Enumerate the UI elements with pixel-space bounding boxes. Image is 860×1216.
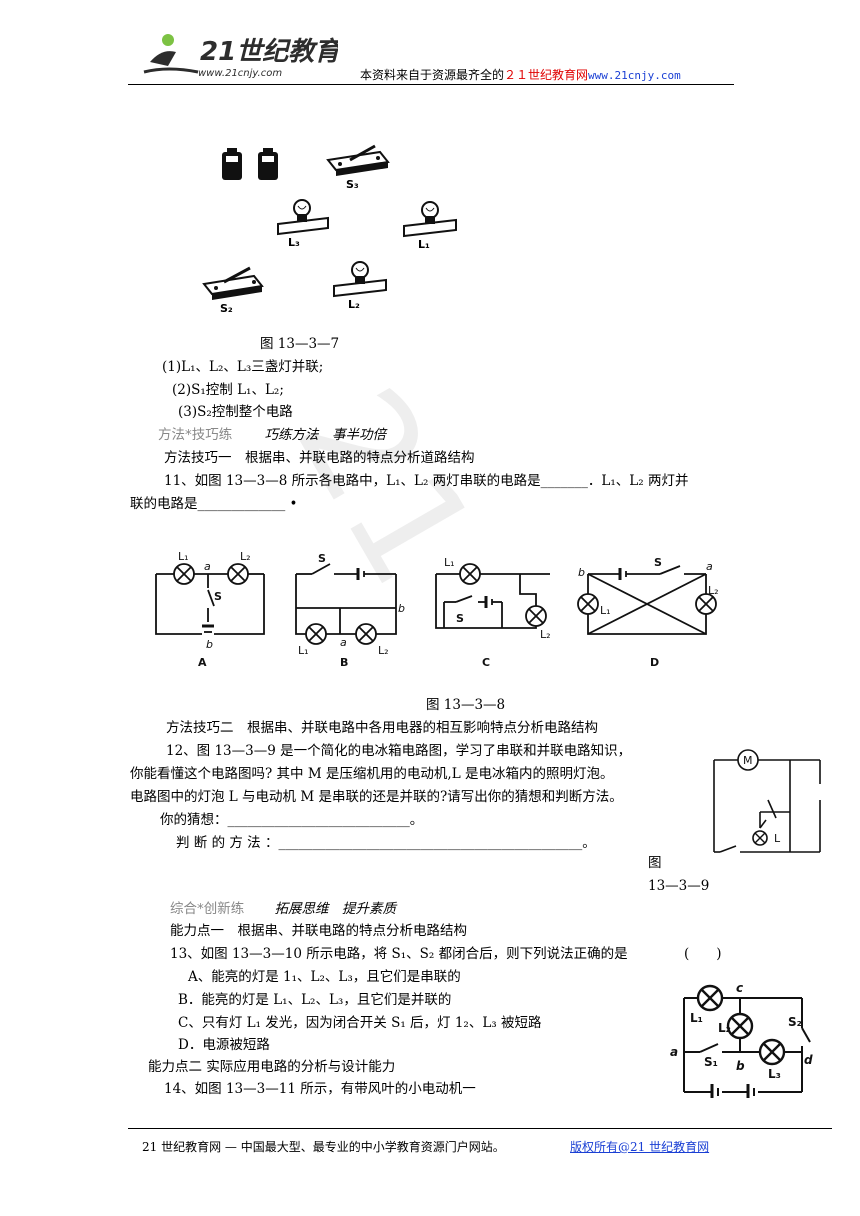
svg-text:a: a (340, 636, 347, 649)
svg-text:L₁: L₁ (690, 1011, 703, 1025)
figure-caption-13-3-9-b: 13—3—9 (648, 878, 710, 894)
figure-13-3-10: L₁ c L₂ S₂ a S₁ b d L₃ (670, 981, 813, 1098)
svg-text:L₁: L₁ (298, 644, 309, 657)
svg-text:S: S (456, 612, 464, 625)
question-14-line-1: 14、如图 13—3—11 所示，有带风叶的小电动机一 (164, 1081, 476, 1097)
panel-c-label: C (482, 656, 490, 669)
svg-text:S: S (214, 590, 222, 603)
question-13-option-a: A、能亮的灯是 1₁、L₂、L₃，且它们是串联的 (188, 969, 461, 985)
footer-copyright-link[interactable]: 版权所有@21 世纪教育网 (570, 1140, 710, 1154)
logo-url: www.21cnjy.com (198, 68, 282, 79)
ability-2-heading: 能力点二 实际应用电路的分析与设计能力 (148, 1059, 396, 1075)
svg-text:d: d (804, 1053, 813, 1067)
label-l2: L₂ (348, 298, 360, 311)
svg-text:S: S (318, 552, 326, 565)
figure-caption-13-3-8: 图 13—3—8 (426, 697, 506, 713)
section-heading-skills: 方法*技巧练 巧练方法 事半功倍 (158, 427, 387, 443)
header-divider (128, 84, 734, 85)
svg-text:S₂: S₂ (788, 1015, 802, 1029)
question-13-option-c: C、只有灯 L₁ 发光，因为闭合开关 S₁ 后，灯 1₂、L₃ 被短路 (178, 1015, 542, 1031)
panel-d-label: D (650, 656, 659, 669)
footer-divider (128, 1128, 832, 1129)
label-l1: L₁ (418, 238, 430, 251)
label-l3: L₃ (288, 236, 300, 249)
battery-icon (222, 148, 242, 180)
switch-s2-icon (202, 266, 264, 300)
figure-13-3-9: M L (713, 749, 821, 853)
svg-text:a: a (670, 1045, 678, 1059)
skill-2-heading: 方法技巧二 根据串、并联电路中各用电器的相互影响特点分析电路结构 (166, 720, 598, 736)
circuit-a (155, 563, 265, 635)
question-12-method: 判 断 的 方 法 ：_____________________________… (176, 835, 596, 851)
site-logo: 21世纪教育 www.21cnjy.com (138, 22, 344, 84)
bulb-l1-icon (403, 201, 457, 238)
lamp-label: L (774, 832, 781, 845)
label-s3: S₃ (346, 178, 359, 191)
skill-1-heading: 方法技巧一 根据串、并联电路的特点分析道路结构 (164, 450, 475, 466)
circuit-b (295, 563, 397, 645)
battery-icon (258, 148, 278, 180)
footer-left: 21 世纪教育网 — 中国最大型、最专业的中小学教育资源门户网站。 (142, 1140, 505, 1154)
figure-13-3-8: L₁ L₂ a S b A S b a L₁ L₂ B L₁ S L₂ C (155, 550, 719, 669)
bulb-l2-icon (333, 261, 387, 298)
svg-text:L₁: L₁ (600, 604, 611, 617)
panel-a-label: A (198, 656, 207, 669)
condition-1: (1)L₁、L₂、L₃三盏灯并联; (162, 359, 324, 375)
figure-caption-13-3-7: 图 13—3—7 (260, 336, 340, 352)
question-11-line-1: 11、如图 13—3—8 所示各电路中，L₁、L₂ 两灯串联的电路是______… (164, 473, 689, 489)
question-13-option-b: B．能亮的灯是 L₁、L₂、L₃，且它们是并联的 (178, 992, 452, 1008)
svg-text:b: b (206, 638, 213, 651)
svg-text:L₂: L₂ (240, 550, 251, 563)
ability-1-heading: 能力点一 根据串、并联电路的特点分析电路结构 (170, 923, 467, 939)
svg-text:L₂: L₂ (378, 644, 389, 657)
source-url-link[interactable]: www.21cnjy.com (588, 69, 681, 82)
svg-text:S: S (654, 556, 662, 569)
motor-label: M (743, 754, 753, 767)
question-12-line-3: 电路图中的灯泡 L 与电动机 M 是串联的还是并联的?请写出你的猜想和判断方法。 (130, 789, 623, 805)
panel-b-label: B (340, 656, 348, 669)
source-site-link[interactable]: ２１世纪教育网 (504, 68, 589, 82)
header-source: 本资料来自于资源最齐全的２１世纪教育网www.21cnjy.com (360, 68, 681, 82)
svg-text:L₁: L₁ (444, 556, 455, 569)
circuit-c (435, 563, 550, 629)
circuit-d (577, 565, 717, 635)
question-13-bracket: ( ) (684, 946, 722, 962)
question-12-line-2: 你能看懂这个电路图吗? 其中 M 是压缩机用的电动机,L 是电冰箱内的照明灯泡。 (130, 766, 614, 782)
svg-text:L₂: L₂ (708, 584, 719, 597)
svg-text:S₁: S₁ (704, 1055, 718, 1069)
svg-text:L₃: L₃ (768, 1067, 781, 1081)
svg-text:a: a (706, 560, 713, 573)
question-13-option-d: D．电源被短路 (178, 1037, 270, 1053)
svg-text:b: b (578, 566, 585, 579)
svg-text:L₂: L₂ (718, 1021, 731, 1035)
question-12-line-1: 12、图 13—3—9 是一个简化的电冰箱电路图，学习了串联和并联电路知识， (166, 743, 632, 759)
condition-2: (2)S₁控制 L₁、L₂; (172, 382, 284, 398)
section-heading-synthesis: 综合*创新练 拓展思维 提升素质 (170, 901, 397, 917)
svg-text:b: b (736, 1059, 745, 1073)
question-12-guess: 你的猜想：___________________________。 (160, 812, 424, 828)
figure-13-3-7: S₃ L₃ L₁ S₂ L₂ (202, 144, 457, 315)
svg-text:L₁: L₁ (178, 550, 189, 563)
label-s2: S₂ (220, 302, 233, 315)
condition-3: (3)S₂控制整个电路 (178, 404, 293, 420)
svg-text:L₂: L₂ (540, 628, 551, 641)
bulb-l3-icon (277, 199, 329, 236)
question-13-stem: 13、如图 13—3—10 所示电路，将 S₁、S₂ 都闭合后，则下列说法正确的… (170, 946, 628, 962)
svg-text:c: c (736, 981, 743, 995)
switch-s3-icon (326, 144, 390, 176)
figure-caption-13-3-9-a: 图 (648, 855, 662, 871)
logo-text: 21世纪教育 (200, 37, 338, 67)
svg-text:a: a (204, 560, 211, 573)
svg-text:b: b (398, 602, 405, 615)
question-11-line-2: 联的电路是_____________ • (130, 496, 298, 512)
